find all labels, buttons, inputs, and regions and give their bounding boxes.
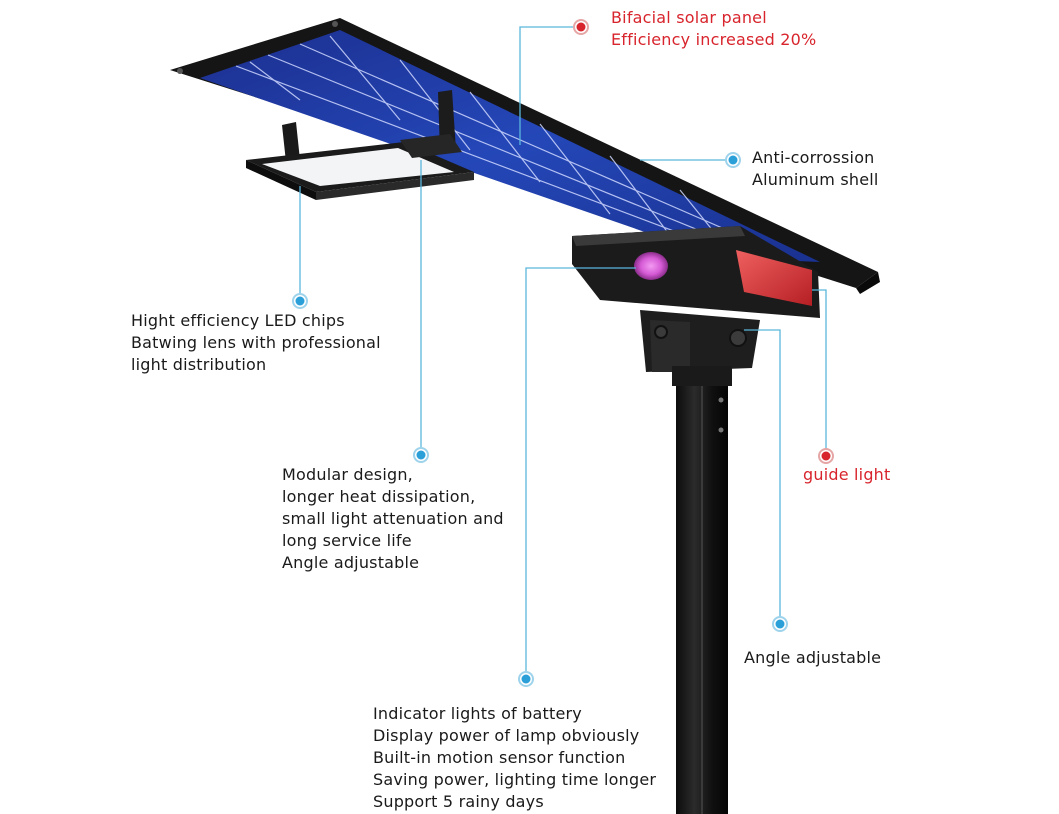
leader-angle	[744, 329, 781, 623]
callout-angle: Angle adjustable	[744, 647, 881, 669]
dot-angle	[772, 616, 788, 632]
dot-led	[292, 293, 308, 309]
callout-line: small light attenuation and	[282, 509, 504, 528]
solar-panel	[170, 18, 880, 294]
callout-line: Modular design,	[282, 465, 413, 484]
callout-battery: Indicator lights of battery Display powe…	[373, 703, 656, 813]
pole	[672, 366, 732, 814]
callout-line: light distribution	[131, 355, 267, 374]
bracket	[640, 310, 760, 372]
led-module	[246, 90, 474, 200]
callout-line: long service life	[282, 531, 412, 550]
dot-guide	[818, 448, 834, 464]
callout-dots	[292, 19, 834, 687]
callout-shell: Anti-corrossion Aluminum shell	[752, 147, 879, 191]
callout-line: Support 5 rainy days	[373, 792, 544, 811]
callout-line: Aluminum shell	[752, 170, 879, 189]
controller-box	[572, 226, 820, 318]
dot-solar-panel	[573, 19, 589, 35]
leader-battery	[525, 267, 636, 678]
callout-line: Display power of lamp obviously	[373, 726, 640, 745]
dot-shell	[725, 152, 741, 168]
callout-led: Hight efficiency LED chips Batwing lens …	[131, 310, 381, 376]
callout-line: Efficiency increased 20%	[611, 30, 817, 49]
dot-battery	[518, 671, 534, 687]
callout-line: guide light	[803, 465, 891, 484]
callout-line: Built-in motion sensor function	[373, 748, 626, 767]
callout-line: Angle adjustable	[282, 553, 420, 572]
leader-solar-panel	[519, 26, 581, 145]
callout-line: Indicator lights of battery	[373, 704, 582, 723]
callout-line: Anti-corrossion	[752, 148, 875, 167]
callout-line: Bifacial solar panel	[611, 8, 767, 27]
callout-line: Saving power, lighting time longer	[373, 770, 657, 789]
callout-line: Hight efficiency LED chips	[131, 311, 345, 330]
dot-modular	[413, 447, 429, 463]
callout-line: Batwing lens with professional	[131, 333, 381, 352]
callout-line: longer heat dissipation,	[282, 487, 476, 506]
leader-lines	[299, 26, 827, 678]
callout-guide-light: guide light	[803, 464, 891, 486]
leader-guide	[812, 289, 827, 455]
callout-modular: Modular design, longer heat dissipation,…	[282, 464, 504, 574]
callout-line: Angle adjustable	[744, 648, 882, 667]
callout-solar-panel: Bifacial solar panel Efficiency increase…	[611, 7, 816, 51]
